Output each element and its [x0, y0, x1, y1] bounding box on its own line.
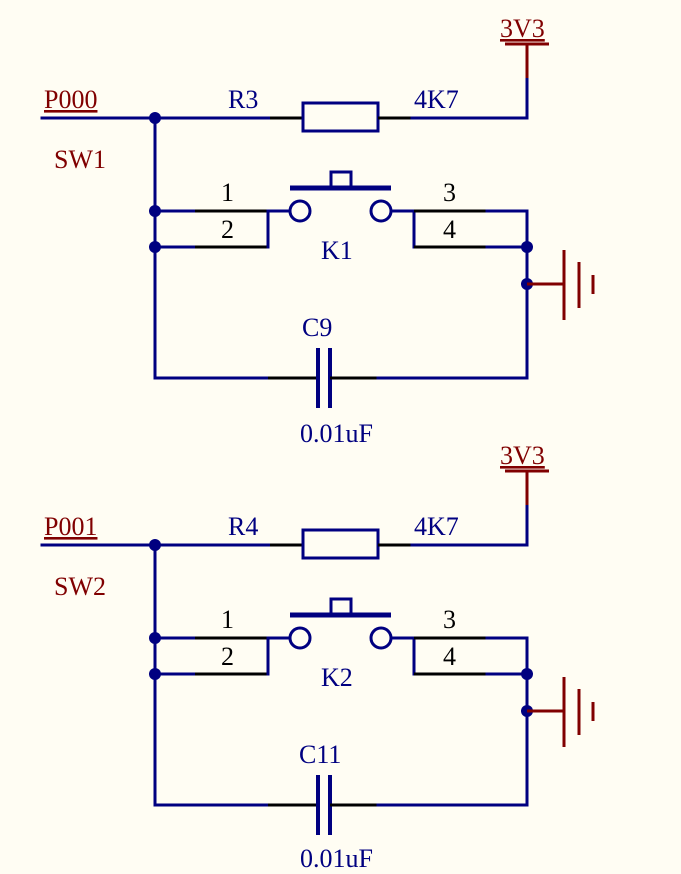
switch-pin2-label: 2: [221, 642, 234, 671]
junction-dot: [521, 668, 533, 680]
net-label: P000: [44, 85, 97, 114]
capacitor-ref: C11: [299, 740, 341, 769]
designator-label: SW2: [54, 572, 106, 601]
resistor-value: 4K7: [414, 512, 459, 541]
switch-pin4-label: 4: [443, 642, 456, 671]
switch-ref: K1: [321, 236, 353, 265]
switch-contact-right: [369, 626, 393, 650]
switch-contact-left: [288, 199, 312, 223]
capacitor-ref: C9: [302, 313, 332, 342]
circuit-sw1: 3V3 P000 SW1 R3 4K7 1 2 K1 3: [40, 14, 595, 448]
switch-ref: K2: [321, 663, 353, 692]
net-label: P001: [44, 512, 97, 541]
capacitor-value: 0.01uF: [300, 419, 373, 448]
switch-pin3-label: 3: [443, 178, 456, 207]
power-label: 3V3: [500, 14, 545, 43]
resistor-ref: R4: [228, 512, 258, 541]
switch-pin3-label: 3: [443, 605, 456, 634]
switch-actuator-knob: [329, 170, 353, 190]
switch-pin1-label: 1: [221, 605, 234, 634]
power-label: 3V3: [500, 441, 545, 470]
switch-contact-left: [288, 626, 312, 650]
resistor-ref: R3: [228, 85, 258, 114]
switch-contact-right: [369, 199, 393, 223]
switch-pin4-label: 4: [443, 215, 456, 244]
switch-actuator-knob: [329, 597, 353, 617]
capacitor-value: 0.01uF: [300, 844, 373, 873]
switch-pin2-label: 2: [221, 215, 234, 244]
resistor-body: [301, 101, 380, 133]
junction-dot: [149, 539, 161, 551]
switch-pin1-label: 1: [221, 178, 234, 207]
designator-label: SW1: [54, 145, 106, 174]
power-symbol: [505, 42, 549, 78]
circuit-sw2: 3V3 P001 SW2 R4 4K7 1 2 K2 3 4: [40, 441, 595, 873]
resistor-body: [301, 528, 380, 560]
ground-symbol: [527, 250, 595, 320]
ground-symbol: [527, 677, 595, 747]
power-symbol: [505, 469, 549, 505]
resistor-value: 4K7: [414, 85, 459, 114]
junction-dot: [521, 241, 533, 253]
junction-dot: [149, 112, 161, 124]
